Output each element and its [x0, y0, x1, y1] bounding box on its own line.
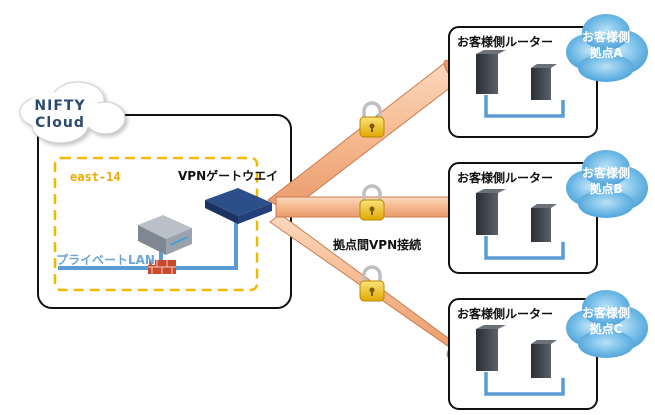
- private-lan-label: プライベートLAN: [56, 253, 155, 267]
- router-icon: [476, 50, 506, 94]
- site-a-router-label: お客様側ルーター: [457, 35, 554, 49]
- zone-label: east-14: [70, 170, 121, 184]
- vpn-gateway-icon: [205, 188, 272, 224]
- vpn-connection-label: 拠点間VPN接続: [333, 238, 422, 252]
- cloud-name-line1: NIFTY: [34, 98, 86, 114]
- zone-east-14: [53, 156, 259, 292]
- cloud-name: NIFTY Cloud: [30, 98, 90, 132]
- lock-icon: [359, 184, 385, 221]
- router-icon: [476, 189, 506, 235]
- router-icon: [476, 325, 506, 371]
- cloud-icon: [566, 14, 648, 82]
- site-b-badge-line1: お客様側: [581, 166, 630, 180]
- vpn-gateway-label: VPNゲートウエイ: [178, 169, 279, 183]
- lock-icon: [359, 265, 385, 302]
- server-icon: [138, 215, 192, 255]
- nifty-cloud-icon: [19, 81, 126, 144]
- site-a-badge-line1: お客様側: [581, 30, 630, 44]
- server-icon: [531, 64, 557, 100]
- site-c-box: [448, 298, 598, 410]
- cloud-name-line2: Cloud: [35, 115, 85, 131]
- site-c-badge-line1: お客様側: [581, 306, 630, 320]
- firewall-icon: [148, 260, 176, 274]
- lock-icon: [359, 101, 385, 138]
- cloud-icon: [566, 150, 648, 218]
- site-b-box: [448, 162, 598, 274]
- site-c-router-label: お客様側ルーター: [457, 307, 554, 321]
- site-c-badge: お客様側 拠点C: [571, 305, 641, 337]
- site-c-badge-line2: 拠点C: [589, 322, 623, 336]
- site-b-badge-line2: 拠点B: [589, 182, 623, 196]
- server-icon: [531, 340, 557, 378]
- site-a-box: [448, 26, 598, 138]
- site-a-badge: お客様側 拠点A: [571, 29, 641, 61]
- cloud-icon: [566, 290, 648, 358]
- server-icon: [531, 204, 557, 242]
- private-lan-line: [58, 213, 238, 270]
- site-b-badge: お客様側 拠点B: [571, 165, 641, 197]
- site-a-badge-line2: 拠点A: [589, 46, 623, 60]
- site-b-router-label: お客様側ルーター: [457, 171, 554, 185]
